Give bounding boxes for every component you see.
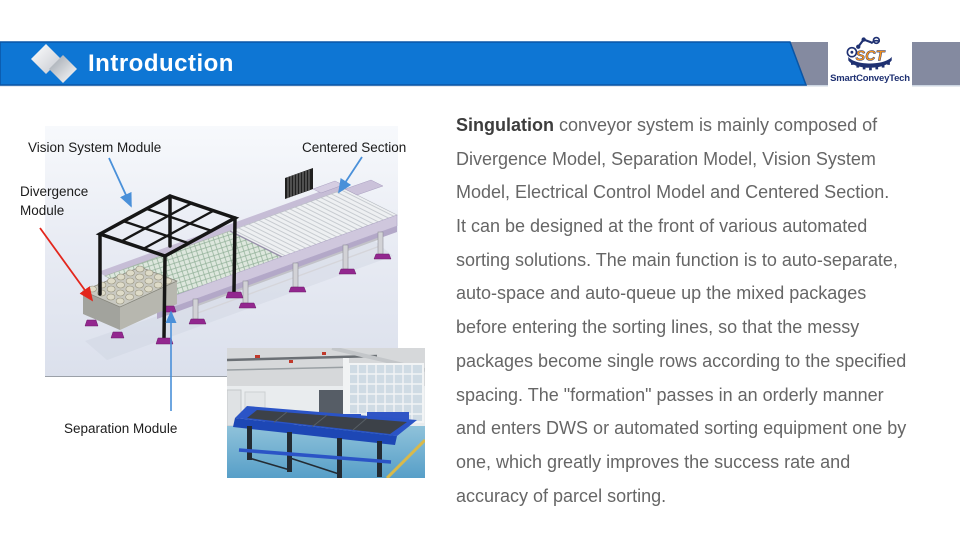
label-separation-module: Separation Module xyxy=(64,421,178,436)
label-divergence-module: Divergence Module xyxy=(20,184,89,218)
photo-floor-line xyxy=(385,438,427,480)
body-line: before entering the sorting lines, so th… xyxy=(456,317,860,338)
company-logo: SCT SmartConveyTech xyxy=(828,33,912,92)
body-line: one, which greatly improves the success … xyxy=(456,451,851,472)
logo-gear-robot-icon: SCT xyxy=(846,36,892,71)
cad-gantry-feet xyxy=(155,291,244,345)
body-line: packages become single rows according to… xyxy=(456,350,907,371)
cad-front-rail-lower xyxy=(157,226,397,319)
body-line: Divergence Model, Separation Model, Visi… xyxy=(456,148,876,169)
header-blue-bar xyxy=(0,41,808,86)
body-line: Model, Electrical Control Model and Cent… xyxy=(456,182,890,203)
page-title: Introduction xyxy=(88,50,234,77)
logo-company-name: SmartConveyTech xyxy=(830,73,910,84)
cad-render xyxy=(45,126,398,377)
body-line: accuracy of parcel sorting. xyxy=(456,485,667,506)
logo-acronym: SCT xyxy=(856,48,886,64)
cad-conveyor-drawing xyxy=(82,168,398,360)
body-lead-rest: conveyor system is mainly composed of xyxy=(554,115,878,135)
factory-photo xyxy=(226,346,427,480)
cad-base-line xyxy=(45,376,397,377)
body-lead-word: Singulation xyxy=(456,115,554,135)
cad-legs xyxy=(188,231,392,325)
cad-section-divider xyxy=(229,230,283,258)
header-band xyxy=(0,41,960,87)
photo-main-conveyor xyxy=(233,406,417,478)
label-centered-section: Centered Section xyxy=(302,140,407,155)
body-line: spacing. The "formation" passes in an or… xyxy=(456,384,884,405)
cad-vision-gantry xyxy=(95,194,240,340)
body-paragraph: Singulation conveyor system is mainly co… xyxy=(456,109,936,513)
cad-shadow xyxy=(85,241,393,360)
body-line-first: Singulation conveyor system is mainly co… xyxy=(456,109,936,143)
cad-end-grille xyxy=(285,168,313,199)
body-line: auto-space and auto-queue up the mixed p… xyxy=(456,283,867,304)
body-lines: Divergence Model, Separation Model, Visi… xyxy=(456,143,936,514)
body-line: sorting solutions. The main function is … xyxy=(456,249,898,270)
body-line: and enters DWS or automated sorting equi… xyxy=(456,418,907,439)
body-line: It can be designed at the front of vario… xyxy=(456,216,868,237)
diamond-icon xyxy=(31,44,77,83)
label-vision-system-module: Vision System Module xyxy=(28,140,162,155)
